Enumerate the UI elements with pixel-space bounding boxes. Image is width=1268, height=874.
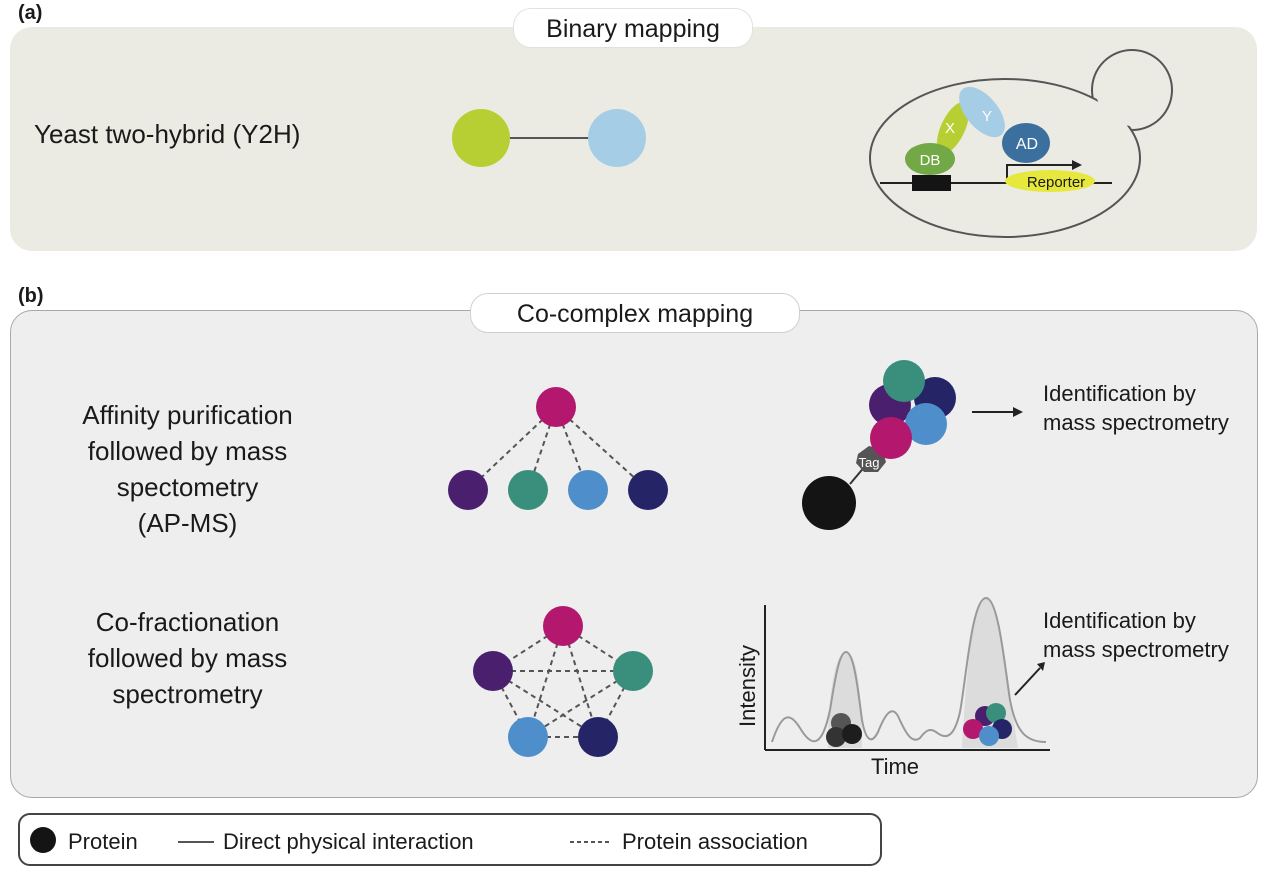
panel-b-letter: (b) (18, 285, 44, 307)
reporter-label: Reporter (1027, 174, 1085, 191)
cofrac-identification-note: Identification by mass spectrometry (1043, 606, 1229, 664)
protein-node (578, 717, 618, 757)
complex-protein-node (905, 403, 947, 445)
protein-node (508, 717, 548, 757)
protein-y-shape (959, 86, 1005, 138)
tag-label: Tag (859, 455, 880, 470)
protein-x-shape (936, 102, 970, 154)
panel-a-title: Binary mapping (513, 8, 753, 48)
apms-line: (AP-MS) (137, 508, 238, 538)
ad-label: AD (1016, 136, 1038, 153)
apms-identification-note: Identification by mass spectrometry (1043, 379, 1229, 437)
db-label: DB (920, 152, 941, 169)
bead-node (802, 476, 856, 530)
y-label: Y (982, 108, 992, 125)
y2h-method-label: Yeast two-hybrid (Y2H) (34, 119, 301, 149)
reporter-shape (1005, 170, 1095, 192)
complex-protein-node (883, 360, 925, 402)
apms-line: spectometry (116, 472, 259, 502)
cofrac-line: Co-fractionation (95, 607, 280, 637)
binding-site-box (912, 175, 951, 191)
dna-binding-domain-shape (905, 143, 955, 175)
legend (18, 813, 882, 866)
apms-line: followed by mass (87, 436, 288, 466)
x-axis-label: Time (871, 754, 919, 779)
elution-curve (771, 596, 1047, 743)
protein-prey-node (448, 470, 488, 510)
protein-bait-node (536, 387, 576, 427)
protein-node (543, 606, 583, 646)
cofrac-line: followed by mass (87, 643, 288, 673)
eluted-protein-node (979, 726, 999, 746)
y-axis-label: Intensity (735, 645, 760, 727)
yeast-cell: X Y AD DB Reporter (869, 49, 1173, 238)
arrow-to-ms (1014, 667, 1041, 696)
panel-b-title: Co-complex mapping (470, 293, 800, 333)
panel-b (10, 310, 1258, 798)
legend-association-label: Protein association (622, 829, 808, 854)
x-label: X (945, 120, 955, 137)
note-line: Identification by (1043, 381, 1196, 406)
panel-a-letter: (a) (18, 2, 43, 24)
apms-line: Affinity purification (82, 400, 293, 430)
eluted-protein-node (986, 703, 1006, 723)
transcription-arrow (1006, 164, 1072, 183)
yeast-body (869, 78, 1141, 238)
legend-direct-label: Direct physical interaction (223, 829, 474, 854)
activation-domain-shape (1002, 123, 1050, 163)
protein-prey-node (628, 470, 668, 510)
protein-lightblue-node (588, 109, 646, 167)
legend-protein-label: Protein (68, 829, 138, 854)
protein-legend-icon (30, 827, 56, 853)
protein-prey-node (568, 470, 608, 510)
complex-protein-node (870, 417, 912, 459)
eluted-protein-node (842, 724, 862, 744)
eluted-protein-node (963, 719, 983, 739)
cofrac-line: spectrometry (112, 679, 263, 709)
yeast-bud-fill (1096, 54, 1168, 126)
protein-node (613, 651, 653, 691)
cofrac-method-label: Co-fractionation followed by mass spectr… (30, 604, 345, 712)
eluted-protein-node (826, 727, 846, 747)
elution-profile-plot: Time Intensity (735, 596, 1050, 779)
note-line: mass spectrometry (1043, 410, 1229, 435)
protein-node (473, 651, 513, 691)
apms-method-label: Affinity purification followed by mass s… (30, 397, 345, 541)
note-line: Identification by (1043, 608, 1196, 633)
protein-green-node (452, 109, 510, 167)
protein-prey-node (508, 470, 548, 510)
note-line: mass spectrometry (1043, 637, 1229, 662)
